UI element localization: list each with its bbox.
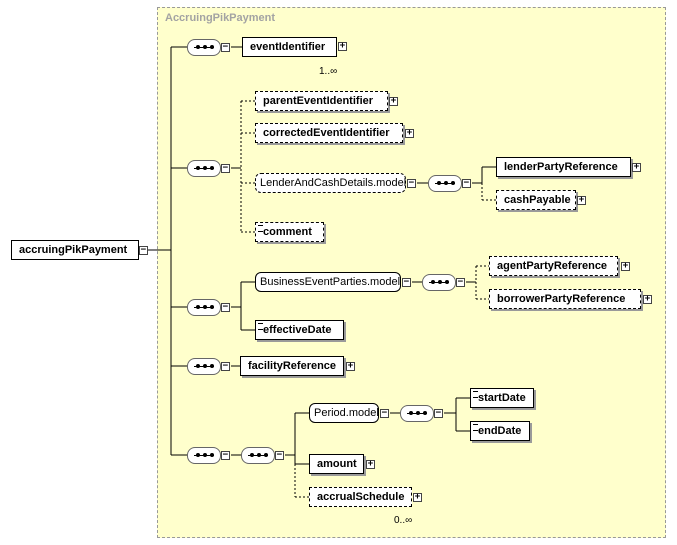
sequence-compositor-3: [187, 299, 221, 316]
text-type-icon: [473, 391, 478, 398]
model-BusinessEventParties[interactable]: BusinessEventParties.model: [255, 272, 401, 292]
sequence-compositor-2: [187, 160, 221, 177]
element-cashPayable[interactable]: cashPayable: [496, 190, 576, 210]
collapse-icon[interactable]: −: [221, 42, 230, 52]
element-accrualSchedule[interactable]: accrualSchedule: [309, 487, 415, 510]
collapse-icon[interactable]: −: [407, 178, 416, 188]
collapse-icon[interactable]: −: [221, 450, 230, 460]
element-eventIdentifier[interactable]: eventIdentifier: [242, 37, 340, 60]
sequence-compositor-6: [241, 447, 275, 464]
collapse-icon[interactable]: −: [462, 178, 471, 188]
collapse-icon[interactable]: −: [380, 408, 389, 418]
collapse-icon[interactable]: −: [221, 163, 230, 173]
cardinality-label: 0..∞: [394, 515, 413, 526]
expand-icon[interactable]: +: [413, 492, 422, 502]
expand-icon[interactable]: +: [346, 361, 355, 371]
sequence-compositor-5: [187, 447, 221, 464]
element-agentPartyReference[interactable]: agentPartyReference: [489, 256, 618, 276]
element-endDate[interactable]: endDate: [470, 421, 530, 441]
collapse-icon[interactable]: −: [275, 450, 284, 460]
sequence-compositor-lender: [428, 175, 462, 192]
element-facilityReference[interactable]: facilityReference: [240, 356, 344, 376]
collapse-icon[interactable]: −: [434, 408, 443, 418]
sequence-compositor-4: [187, 358, 221, 375]
sequence-compositor-parties: [422, 274, 456, 291]
expand-icon[interactable]: +: [389, 96, 398, 106]
collapse-icon[interactable]: −: [402, 277, 411, 287]
model-LenderAndCashDetails[interactable]: LenderAndCashDetails.model: [255, 173, 406, 193]
element-amount[interactable]: amount: [309, 454, 364, 474]
expand-icon[interactable]: +: [366, 459, 375, 469]
group-title: AccruingPikPayment: [165, 12, 276, 24]
expand-icon[interactable]: +: [577, 195, 586, 205]
collapse-icon[interactable]: −: [221, 361, 230, 371]
element-effectiveDate[interactable]: effectiveDate: [255, 320, 344, 340]
model-Period[interactable]: Period.model: [309, 403, 379, 423]
element-parentEventIdentifier[interactable]: parentEventIdentifier: [255, 91, 388, 111]
text-type-icon: [258, 323, 263, 330]
element-correctedEventIdentifier[interactable]: correctedEventIdentifier: [255, 123, 403, 143]
expand-icon[interactable]: +: [632, 162, 641, 172]
element-lenderPartyReference[interactable]: lenderPartyReference: [496, 157, 631, 177]
cardinality-label: 1..∞: [319, 66, 338, 77]
root-element-accruingPikPayment[interactable]: accruingPikPayment: [11, 240, 139, 260]
sequence-compositor-1: [187, 39, 221, 56]
expand-icon[interactable]: +: [621, 261, 630, 271]
element-startDate[interactable]: startDate: [470, 388, 534, 408]
expand-icon[interactable]: +: [405, 128, 414, 138]
text-type-icon: [473, 424, 478, 431]
collapse-icon[interactable]: −: [139, 245, 148, 255]
element-comment[interactable]: comment: [255, 222, 324, 242]
collapse-icon[interactable]: −: [456, 277, 465, 287]
sequence-compositor-period: [400, 405, 434, 422]
expand-icon[interactable]: +: [643, 294, 652, 304]
collapse-icon[interactable]: −: [221, 302, 230, 312]
element-borrowerPartyReference[interactable]: borrowerPartyReference: [489, 289, 641, 309]
text-type-icon: [258, 225, 263, 232]
expand-icon[interactable]: +: [338, 41, 347, 51]
